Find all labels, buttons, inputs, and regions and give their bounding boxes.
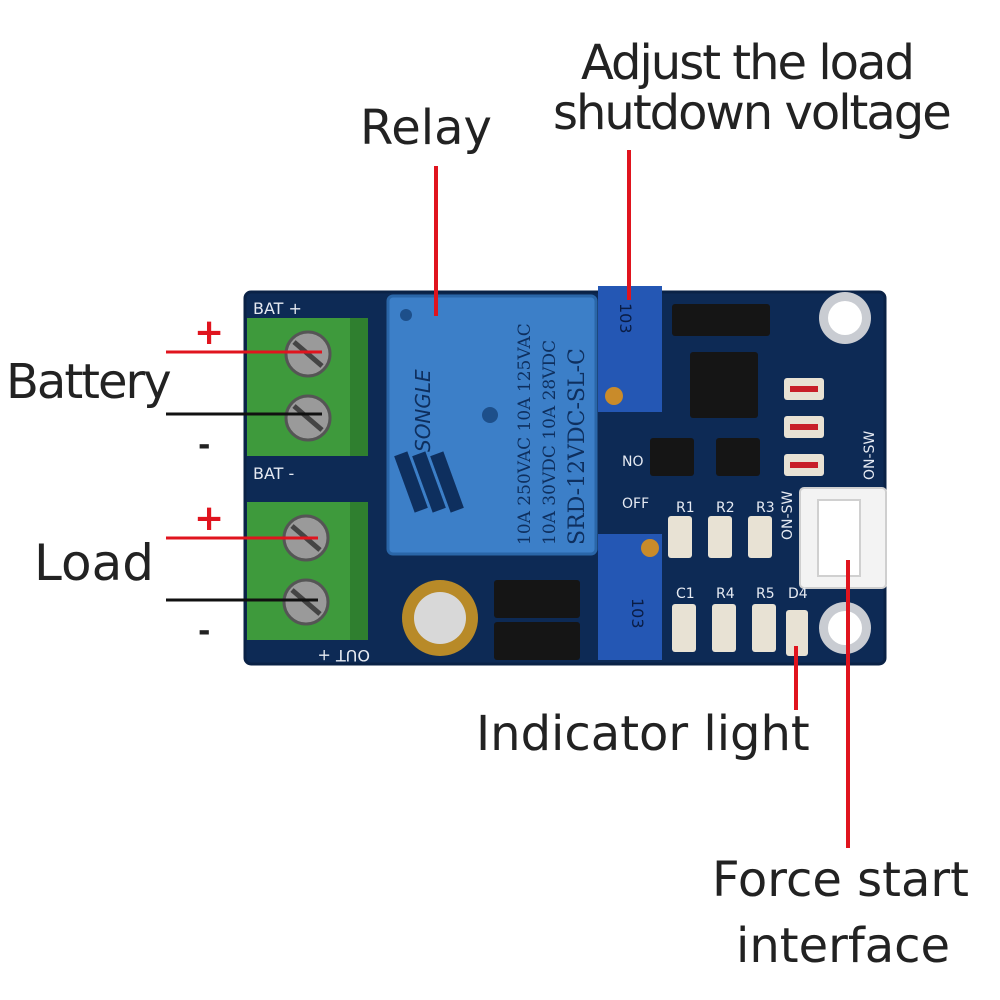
mounting-hole-bottom bbox=[819, 602, 871, 654]
silk-bat-top: BAT + bbox=[253, 299, 302, 318]
force-start-connector bbox=[799, 487, 887, 589]
silk-r1: R1 bbox=[676, 500, 695, 516]
pot-bottom: 103 bbox=[598, 534, 662, 660]
load-terminal-block bbox=[247, 502, 368, 640]
indicator-led bbox=[786, 610, 808, 656]
smd-component-b bbox=[494, 622, 580, 660]
indicator-light-label: Indicator light bbox=[476, 706, 810, 762]
battery-terminal-block bbox=[247, 318, 368, 456]
battery-label: Battery bbox=[6, 354, 172, 410]
transistor-right bbox=[716, 438, 760, 476]
silk-on-sw: ON-SW bbox=[780, 491, 796, 540]
battery-minus-sign: - bbox=[198, 428, 211, 463]
pot-top: 103 bbox=[598, 286, 662, 412]
smd-diode-top bbox=[672, 304, 770, 336]
silk-c1: C1 bbox=[676, 586, 695, 602]
force-start-label-line2: interface bbox=[736, 918, 951, 974]
adjust-voltage-label-line1: Adjust the load bbox=[581, 35, 915, 91]
mounting-hole-top bbox=[819, 292, 871, 344]
ic-chip bbox=[690, 352, 758, 418]
load-plus-sign: + bbox=[194, 498, 225, 539]
transistor-left bbox=[650, 438, 694, 476]
silk-r2: R2 bbox=[716, 500, 735, 516]
force-start-label-line1: Force start bbox=[712, 852, 969, 908]
resistors bbox=[668, 516, 776, 652]
relay-brand-text: SONGLE bbox=[411, 369, 435, 452]
silk-r3: R3 bbox=[756, 500, 775, 516]
relay-component: SONGLE 10A 250VAC 10A 125VAC 10A 30VDC 1… bbox=[386, 294, 598, 556]
silk-r5: R5 bbox=[756, 586, 775, 602]
adjust-voltage-label-line2: shutdown voltage bbox=[553, 85, 952, 141]
relay-rating1-text: 10A 250VAC 10A 125VAC bbox=[515, 323, 535, 545]
battery-plus-sign: + bbox=[194, 312, 225, 353]
smd-component-a bbox=[494, 580, 580, 618]
pot-top-code: 103 bbox=[616, 303, 635, 334]
silk-on-sw-right: ON-SW bbox=[862, 431, 878, 480]
relay-label: Relay bbox=[360, 100, 492, 156]
silk-r4: R4 bbox=[716, 586, 735, 602]
relay-model-text: SRD-12VDC-SL-C bbox=[565, 348, 590, 545]
silk-no: NO bbox=[622, 454, 644, 470]
silk-out: OUT + bbox=[317, 646, 370, 665]
pot-bottom-code: 103 bbox=[628, 598, 647, 629]
silk-bat-mid: BAT - bbox=[253, 464, 294, 483]
callout-lines bbox=[166, 150, 850, 848]
electrolytic-capacitor bbox=[402, 580, 478, 656]
silk-d4: D4 bbox=[788, 586, 808, 602]
silk-off: OFF bbox=[622, 496, 649, 512]
load-minus-sign: - bbox=[198, 614, 211, 649]
load-label: Load bbox=[34, 534, 154, 592]
relay-rating2-text: 10A 30VDC 10A 28VDC bbox=[540, 340, 560, 545]
